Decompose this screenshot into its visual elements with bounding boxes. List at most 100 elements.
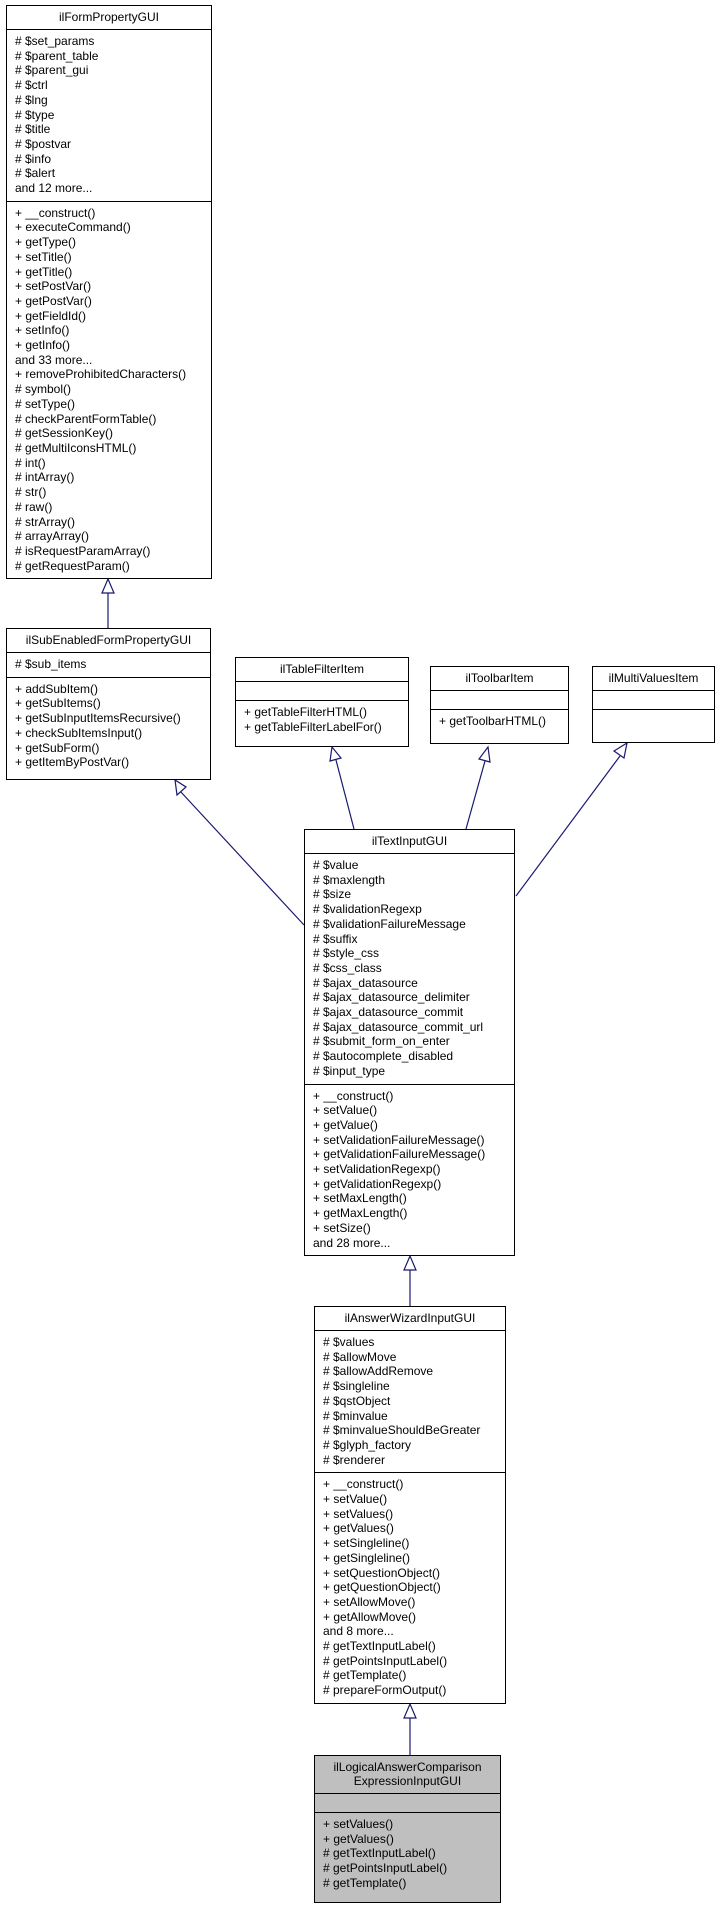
attribute-item[interactable]: # $value <box>313 858 359 872</box>
method-item[interactable]: + checkSubItemsInput() <box>15 725 143 740</box>
attribute-item[interactable]: # $size <box>313 887 352 902</box>
attribute-item[interactable]: # $title <box>15 122 51 137</box>
method-item[interactable]: + setTitle() <box>15 249 72 264</box>
method-item[interactable]: + getValues() <box>323 1521 394 1536</box>
method-item[interactable]: # getPointsInputLabel() <box>323 1861 448 1876</box>
method-item[interactable]: + setInfo() <box>15 323 70 338</box>
method-item[interactable]: and 28 more... <box>313 1235 391 1250</box>
method-item[interactable]: + setPostVar() <box>15 279 92 294</box>
method-item[interactable]: + setValues() <box>323 1817 394 1831</box>
method-item[interactable]: + getSubInputItemsRecursive() <box>15 711 181 726</box>
attribute-item[interactable]: # $allowMove <box>323 1349 397 1364</box>
method-item[interactable]: + getTitle() <box>15 264 73 279</box>
attribute-item[interactable]: # $qstObject <box>323 1393 391 1408</box>
method-item[interactable]: + setQuestionObject() <box>323 1565 441 1580</box>
method-item[interactable]: + getPostVar() <box>15 293 92 308</box>
class-box-iltextinputgui[interactable]: ilTextInputGUI # $value# $maxlength# $si… <box>304 829 515 1256</box>
method-item[interactable]: and 8 more... <box>323 1624 394 1639</box>
attribute-item[interactable]: # $renderer <box>323 1452 386 1467</box>
method-item[interactable]: + getToolbarHTML() <box>439 714 547 728</box>
attribute-item[interactable]: # $ajax_datasource_commit <box>313 1005 464 1020</box>
method-item[interactable]: # strArray() <box>15 514 75 529</box>
method-item[interactable]: + getFieldId() <box>15 308 87 323</box>
method-item[interactable]: + setValue() <box>313 1103 378 1118</box>
method-item[interactable]: + addSubItem() <box>15 681 99 696</box>
method-item[interactable]: + setAllowMove() <box>323 1594 416 1609</box>
attribute-item[interactable]: # $ctrl <box>15 78 48 93</box>
attribute-item[interactable]: # $suffix <box>313 931 358 946</box>
method-item[interactable]: # getSessionKey() <box>15 426 114 441</box>
method-item[interactable]: # getTextInputLabel() <box>323 1639 436 1654</box>
class-box-ilsubenabledformpropertygui[interactable]: ilSubEnabledFormPropertyGUI # $sub_items… <box>6 628 211 780</box>
method-item[interactable]: and 33 more... <box>15 352 93 367</box>
class-box-ilmultivaluesitem[interactable]: ilMultiValuesItem <box>592 666 715 743</box>
method-item[interactable]: + getSubForm() <box>15 740 100 755</box>
method-item[interactable]: + setSingleline() <box>323 1536 410 1551</box>
method-item[interactable]: # int() <box>15 455 46 470</box>
attribute-item[interactable]: # $parent_table <box>15 48 99 63</box>
attribute-item[interactable]: # $validationRegexp <box>313 902 422 917</box>
attribute-item[interactable]: # $alert <box>15 166 56 181</box>
method-item[interactable]: + setMaxLength() <box>313 1191 407 1206</box>
method-item[interactable]: # isRequestParamArray() <box>15 543 151 558</box>
attribute-item[interactable]: # $set_params <box>15 34 95 48</box>
method-item[interactable]: + setValidationRegexp() <box>313 1162 441 1177</box>
attribute-item[interactable]: # $allowAddRemove <box>323 1364 434 1379</box>
attribute-item[interactable]: # $css_class <box>313 960 382 975</box>
method-item[interactable]: + __construct() <box>313 1088 394 1103</box>
attribute-item[interactable]: # $ajax_datasource <box>313 975 418 990</box>
method-item[interactable]: + setSize() <box>313 1220 371 1235</box>
class-box-iltoolbaritem[interactable]: ilToolbarItem + getToolbarHTML() <box>430 666 569 744</box>
method-item[interactable]: + getMaxLength() <box>313 1206 408 1221</box>
method-item[interactable]: + __construct() <box>323 1477 404 1492</box>
method-item[interactable]: + executeCommand() <box>15 220 131 235</box>
method-item[interactable]: + setValidationFailureMessage() <box>313 1132 485 1147</box>
class-box-iltablefilteritem[interactable]: ilTableFilterItem + getTableFilterHTML()… <box>235 657 409 747</box>
method-item[interactable]: + getAllowMove() <box>323 1609 417 1624</box>
method-item[interactable]: # getPointsInputLabel() <box>323 1653 448 1668</box>
attribute-item[interactable]: # $input_type <box>313 1063 386 1078</box>
attribute-item[interactable]: # $glyph_factory <box>323 1437 412 1452</box>
method-item[interactable]: # getTemplate() <box>323 1875 407 1890</box>
method-item[interactable]: # symbol() <box>15 382 72 397</box>
method-item[interactable]: # prepareFormOutput() <box>323 1683 447 1698</box>
attribute-item[interactable]: # $type <box>15 107 55 122</box>
attribute-item[interactable]: # $ajax_datasource_delimiter <box>313 990 470 1005</box>
attribute-item[interactable]: # $validationFailureMessage <box>313 916 466 931</box>
attribute-item[interactable]: # $ajax_datasource_commit_url <box>313 1019 484 1034</box>
method-item[interactable]: + getSingleline() <box>323 1550 411 1565</box>
method-item[interactable]: + getValues() <box>323 1831 394 1846</box>
method-item[interactable]: + getQuestionObject() <box>323 1580 441 1595</box>
method-item[interactable]: + getTableFilterLabelFor() <box>244 719 382 734</box>
attribute-item[interactable]: # $sub_items <box>15 657 87 671</box>
method-item[interactable]: + removeProhibitedCharacters() <box>15 367 187 382</box>
method-item[interactable]: + setValues() <box>323 1506 394 1521</box>
method-item[interactable]: # arrayArray() <box>15 529 90 544</box>
attribute-item[interactable]: # $parent_gui <box>15 63 89 78</box>
method-item[interactable]: # checkParentFormTable() <box>15 411 157 426</box>
method-item[interactable]: # getTextInputLabel() <box>323 1846 436 1861</box>
attribute-item[interactable]: # $singleline <box>323 1379 390 1394</box>
attribute-item[interactable]: # $postvar <box>15 136 72 151</box>
class-box-illogicalanswercomparisonexpressioninputgui[interactable]: ilLogicalAnswerComparison ExpressionInpu… <box>314 1755 501 1903</box>
method-item[interactable]: + getType() <box>15 235 77 250</box>
method-item[interactable]: # setType() <box>15 396 76 411</box>
attribute-item[interactable]: and 12 more... <box>15 181 93 196</box>
class-box-ilformpropertygui[interactable]: ilFormPropertyGUI # $set_params# $parent… <box>6 5 212 579</box>
method-item[interactable]: + getValidationFailureMessage() <box>313 1147 486 1162</box>
method-item[interactable]: + getSubItems() <box>15 696 101 711</box>
method-item[interactable]: + getInfo() <box>15 338 71 353</box>
method-item[interactable]: # raw() <box>15 499 53 514</box>
attribute-item[interactable]: # $minvalue <box>323 1408 388 1423</box>
class-box-ilanswerwizardinputgui[interactable]: ilAnswerWizardInputGUI # $values# $allow… <box>314 1306 506 1704</box>
method-item[interactable]: # getRequestParam() <box>15 558 130 573</box>
method-item[interactable]: + __construct() <box>15 205 96 220</box>
attribute-item[interactable]: # $maxlength <box>313 872 386 887</box>
attribute-item[interactable]: # $style_css <box>313 946 380 961</box>
method-item[interactable]: # getMultiIconsHTML() <box>15 440 137 455</box>
method-item[interactable]: + getValue() <box>313 1117 378 1132</box>
method-item[interactable]: + getValidationRegexp() <box>313 1176 442 1191</box>
attribute-item[interactable]: # $autocomplete_disabled <box>313 1049 454 1064</box>
attribute-item[interactable]: # $values <box>323 1335 375 1349</box>
method-item[interactable]: # getTemplate() <box>323 1668 407 1683</box>
